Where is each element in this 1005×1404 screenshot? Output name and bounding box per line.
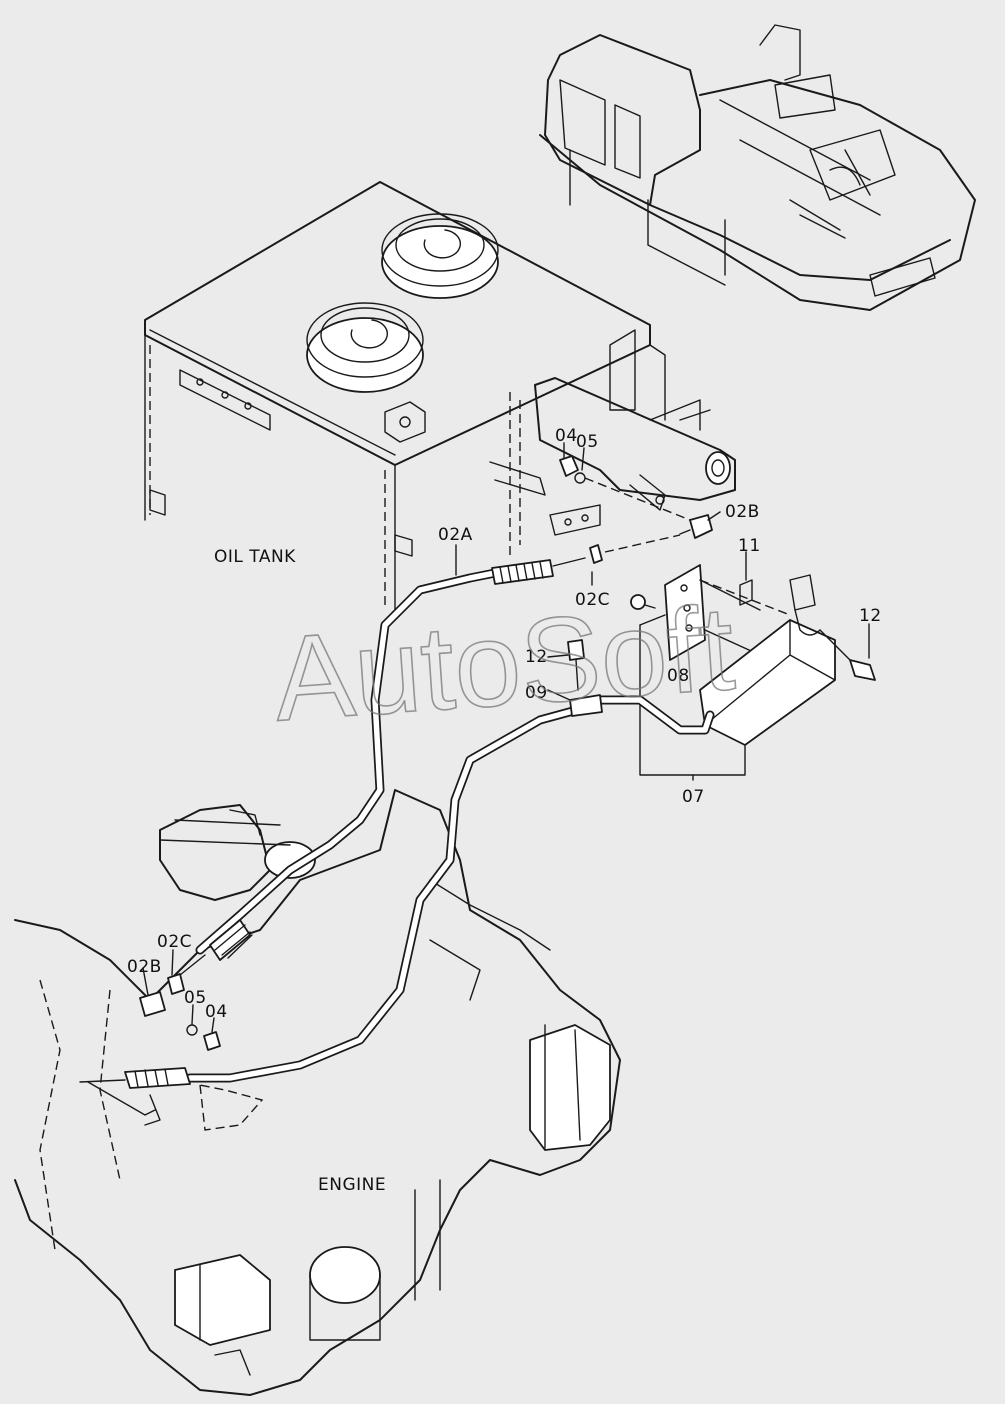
callout-05-top: 05 <box>576 432 599 452</box>
callout-02A: 02A <box>438 525 473 545</box>
joint-02B-low <box>139 991 166 1017</box>
callout-09: 09 <box>525 683 548 703</box>
callout-04-top: 04 <box>555 426 578 446</box>
callout-12-right: 12 <box>859 606 882 626</box>
callout-02C-low: 02C <box>157 932 192 952</box>
nut-04-top <box>559 455 579 477</box>
excavator-overview <box>539 24 976 311</box>
callout-labels: OIL TANK ENGINE 02A 02B 02C 04 05 11 12 … <box>127 426 882 1195</box>
nut-02C-low <box>167 973 185 995</box>
bolt-12-mid <box>567 639 585 661</box>
watermark: AutoSoft <box>270 581 739 747</box>
engine <box>14 789 621 1396</box>
clip-05-low <box>186 1024 198 1036</box>
hardware <box>87 455 791 1116</box>
pump-assembly <box>489 377 736 536</box>
oil-tank <box>144 181 666 621</box>
callout-08: 08 <box>667 666 690 686</box>
nut-04-low <box>203 1031 221 1051</box>
callout-12-mid: 12 <box>525 647 548 667</box>
callout-02B-low: 02B <box>127 957 162 977</box>
nut-02C-top <box>589 544 603 564</box>
callout-02B-top: 02B <box>725 502 760 522</box>
area-label-oil-tank: OIL TANK <box>214 547 296 567</box>
callout-02C-top: 02C <box>575 590 610 610</box>
callout-11: 11 <box>738 536 761 556</box>
throttle-cables <box>79 557 715 1089</box>
leader-lines <box>142 442 870 1033</box>
joint-02B-top <box>689 514 713 539</box>
callout-04-low: 04 <box>205 1002 228 1022</box>
area-label-engine: ENGINE <box>318 1175 386 1195</box>
clip-05-top <box>574 472 586 484</box>
callout-05-low: 05 <box>184 988 207 1008</box>
callout-07: 07 <box>682 787 705 807</box>
